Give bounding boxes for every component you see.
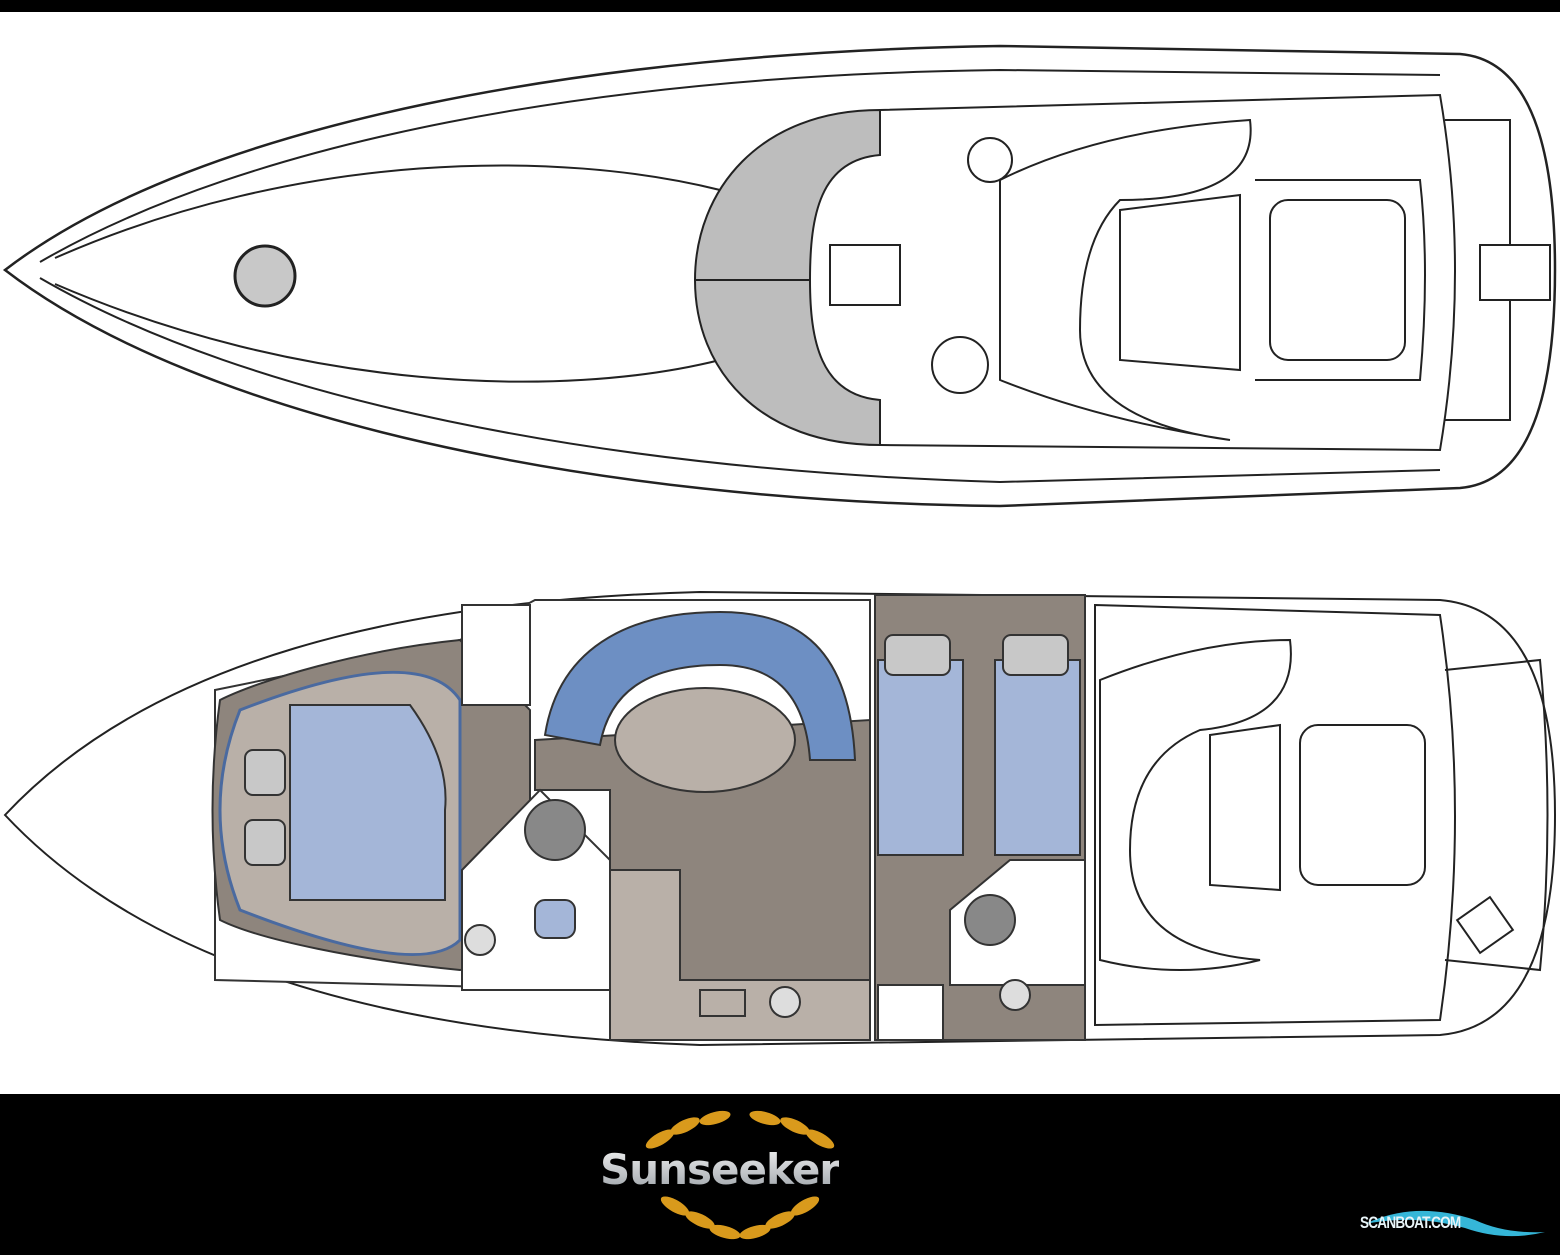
footer-band (0, 1094, 1560, 1255)
scanboat-wave-icon (1365, 1210, 1545, 1237)
galley-sink (699, 989, 746, 1017)
aft-berth-port (877, 659, 964, 856)
pillow (244, 749, 286, 796)
interior-layout-view (3, 590, 1557, 1047)
aft-berth-starboard (994, 659, 1081, 856)
pillow (884, 634, 951, 676)
boat-plan-drawing (2, 44, 1557, 1047)
galley (609, 869, 871, 1041)
wardrobe (461, 604, 531, 706)
transom-lower (1444, 658, 1549, 972)
helm (829, 244, 901, 306)
shower-drain (524, 799, 586, 861)
deck-line (54, 164, 721, 259)
forward-berth (289, 704, 447, 901)
deck-line (39, 68, 1441, 263)
sunpad (1119, 193, 1241, 372)
saloon-table (614, 687, 796, 793)
cockpit-rim (879, 93, 1456, 452)
deck-line (54, 283, 721, 383)
brand-logo-text: Sunseeker (600, 1145, 840, 1194)
deck-line (39, 277, 1441, 484)
watermark-text: SCANBOAT.COM (1360, 1213, 1461, 1232)
saloon-seating (543, 610, 857, 761)
sunpad (1209, 723, 1281, 892)
deck-plan-view (2, 44, 1557, 508)
sunpad (1255, 179, 1426, 381)
toilet (534, 899, 576, 939)
cockpit-seating (1099, 638, 1292, 971)
basin (464, 924, 496, 956)
cockpit-seating (999, 118, 1252, 441)
aft-shower-drain (964, 894, 1016, 946)
cockpit-outline (1094, 603, 1456, 1027)
galley-hob (769, 986, 801, 1018)
deck-hatch (233, 244, 297, 308)
pillow (244, 819, 286, 866)
aft-head (949, 859, 1086, 986)
laurel-wreath-logo (645, 1110, 835, 1240)
pillow (1002, 634, 1069, 676)
windscreen (693, 108, 881, 447)
aft-wardrobe (877, 984, 944, 1041)
aft-basin (999, 979, 1031, 1011)
top-border (0, 0, 1560, 12)
